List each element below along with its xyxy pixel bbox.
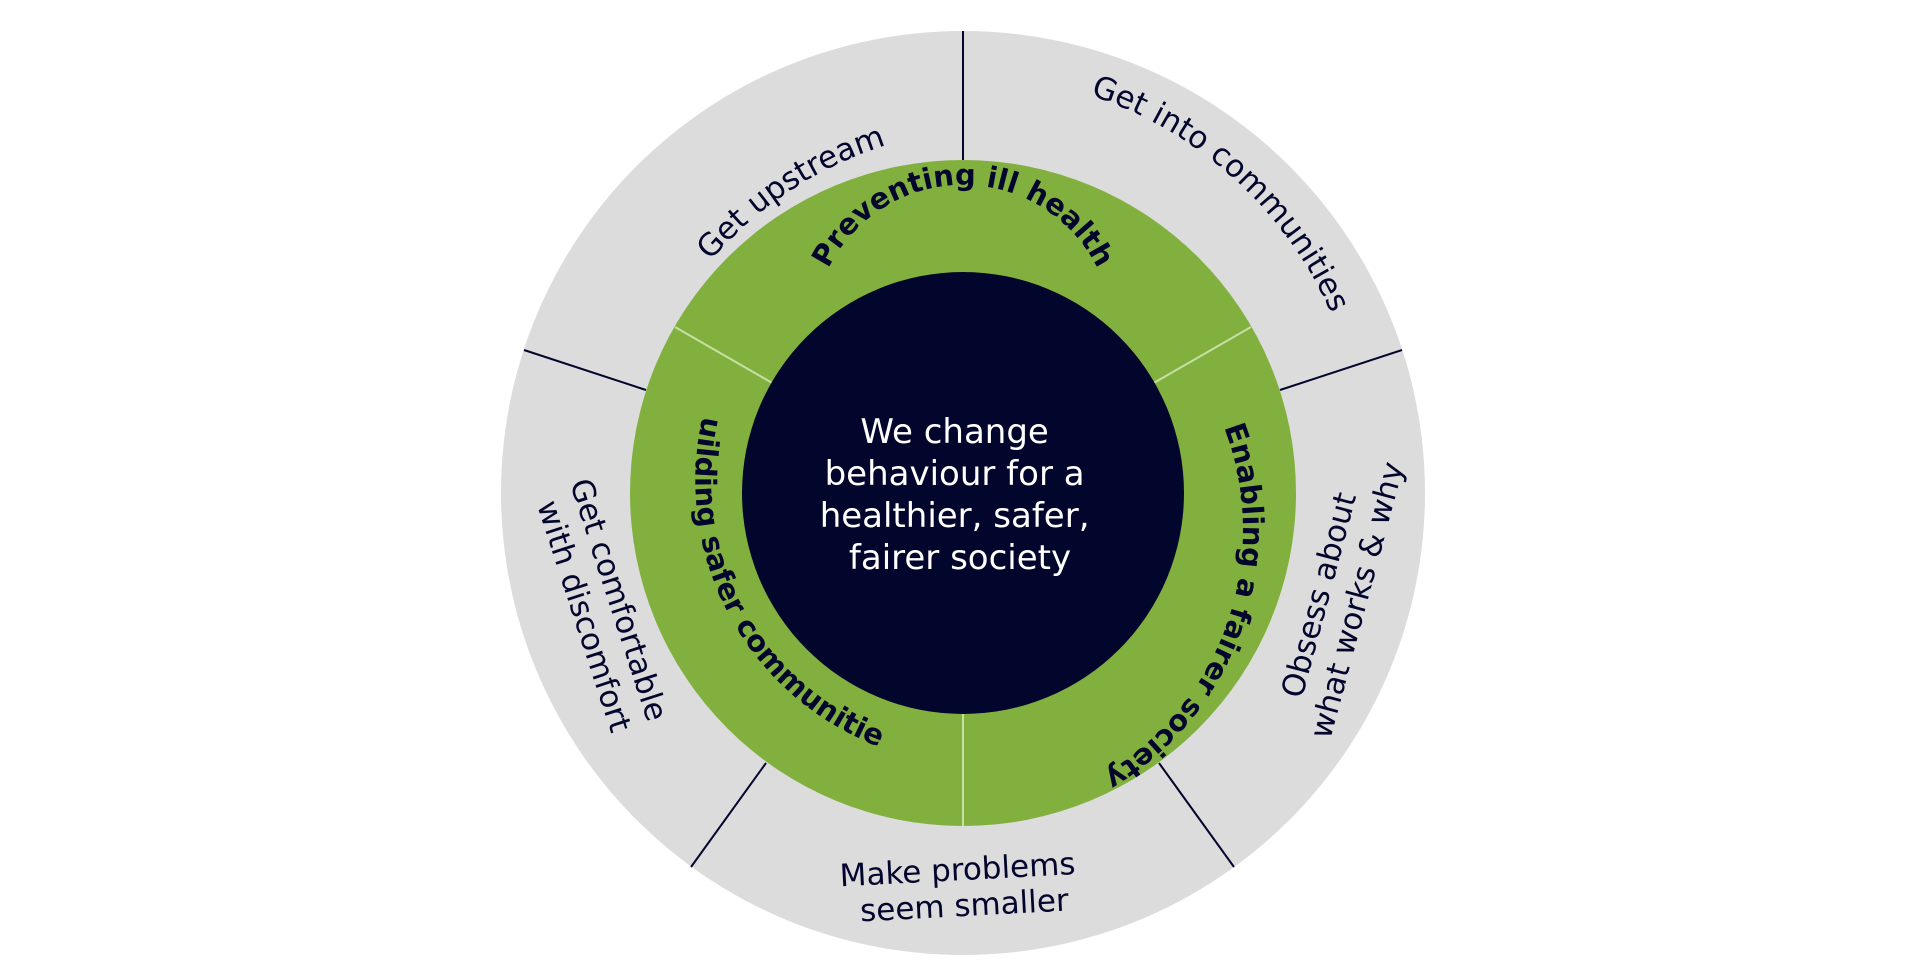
middle-ring-dividers: [674, 326, 1252, 826]
outer-divider-left: [523, 349, 647, 391]
middle-divider-left: [674, 326, 775, 385]
middle-divider-right: [1151, 326, 1252, 385]
outer-divider-bottom-left: [690, 762, 767, 868]
center-circle: [742, 272, 1184, 714]
outer-ring-dividers: [523, 31, 1403, 868]
outer-divider-right: [1279, 349, 1403, 391]
outer-divider-bottom-right: [1158, 762, 1235, 868]
outer-label-make-problems-smaller: Make problems seem smaller: [839, 846, 1088, 931]
center-statement: We change behaviour for a healthier, saf…: [820, 412, 1101, 578]
